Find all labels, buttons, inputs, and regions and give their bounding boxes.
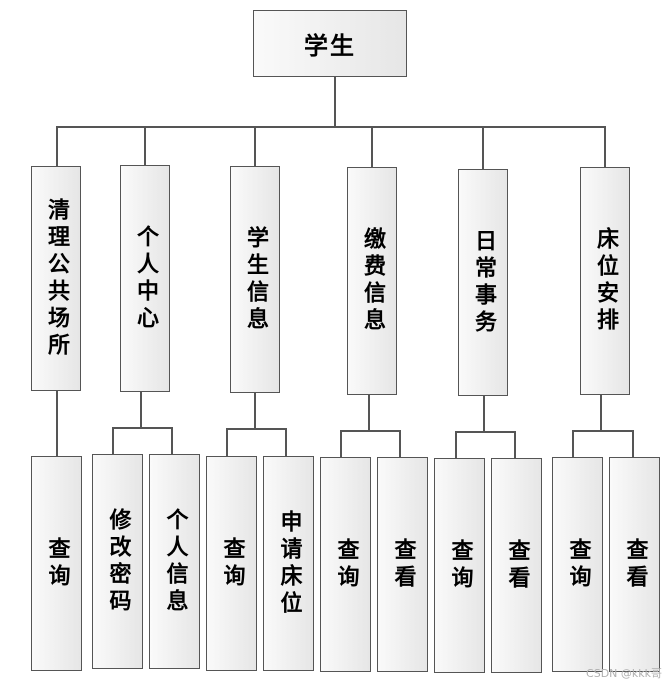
child-connector — [340, 430, 342, 458]
child-connector — [399, 430, 401, 458]
leaf-node: 查看 — [491, 458, 542, 673]
child-connector — [600, 394, 602, 431]
leaf-label: 查询 — [565, 537, 591, 592]
leaf-node: 查询 — [31, 456, 82, 671]
child-connector — [254, 392, 256, 429]
module-connector — [254, 126, 256, 167]
module-connector — [604, 126, 606, 168]
leaf-node: 查看 — [609, 457, 660, 672]
child-bus — [340, 430, 401, 432]
top-bus — [56, 126, 606, 128]
leaf-label: 查询 — [219, 536, 245, 591]
module-node: 日常事务 — [458, 169, 508, 396]
child-bus — [572, 430, 634, 432]
leaf-node: 申请床位 — [263, 456, 314, 671]
leaf-label: 查询 — [44, 536, 70, 591]
module-label: 床位安排 — [593, 227, 618, 335]
leaf-node: 查询 — [206, 456, 257, 671]
watermark: CSDN @kkk哥 — [586, 667, 662, 680]
leaf-label: 查看 — [622, 537, 648, 592]
child-connector — [632, 430, 634, 458]
child-bus — [455, 431, 516, 433]
child-connector — [455, 431, 457, 459]
leaf-label: 查询 — [333, 537, 359, 592]
leaf-node: 查询 — [552, 457, 603, 672]
module-node: 个人中心 — [120, 165, 170, 392]
module-label: 缴费信息 — [360, 227, 385, 335]
leaf-label: 查看 — [504, 538, 530, 593]
leaf-label: 申请床位 — [276, 509, 302, 618]
module-connector — [371, 126, 373, 168]
module-connector — [144, 126, 146, 166]
child-connector — [285, 428, 287, 457]
child-connector — [572, 430, 574, 458]
child-connector — [368, 394, 370, 431]
root-label: 学生 — [304, 32, 356, 60]
child-connector — [226, 428, 228, 457]
child-connector — [514, 431, 516, 459]
module-connector — [482, 126, 484, 170]
leaf-node: 修改密码 — [92, 454, 143, 669]
child-bus — [226, 428, 287, 430]
module-label: 日常事务 — [471, 228, 496, 337]
leaf-node: 查询 — [434, 458, 485, 673]
leaf-node: 个人信息 — [149, 454, 200, 669]
child-connector — [483, 395, 485, 432]
module-node: 清理公共场所 — [31, 166, 81, 391]
leaf-node: 查看 — [377, 457, 428, 672]
module-label: 清理公共场所 — [44, 197, 69, 360]
child-bus — [112, 427, 173, 429]
child-connector — [56, 390, 58, 457]
module-label: 个人中心 — [133, 224, 158, 333]
leaf-node: 查询 — [320, 457, 371, 672]
module-connector — [56, 126, 58, 167]
module-node: 学生信息 — [230, 166, 280, 393]
leaf-label: 修改密码 — [105, 507, 131, 616]
module-node: 床位安排 — [580, 167, 630, 395]
module-node: 缴费信息 — [347, 167, 397, 395]
leaf-label: 查看 — [390, 537, 416, 592]
root-connector — [334, 77, 336, 127]
child-connector — [112, 427, 114, 455]
root-node: 学生 — [253, 10, 407, 77]
leaf-label: 查询 — [447, 538, 473, 593]
module-label: 学生信息 — [243, 225, 268, 334]
child-connector — [140, 391, 142, 428]
leaf-label: 个人信息 — [162, 507, 188, 616]
child-connector — [171, 427, 173, 455]
